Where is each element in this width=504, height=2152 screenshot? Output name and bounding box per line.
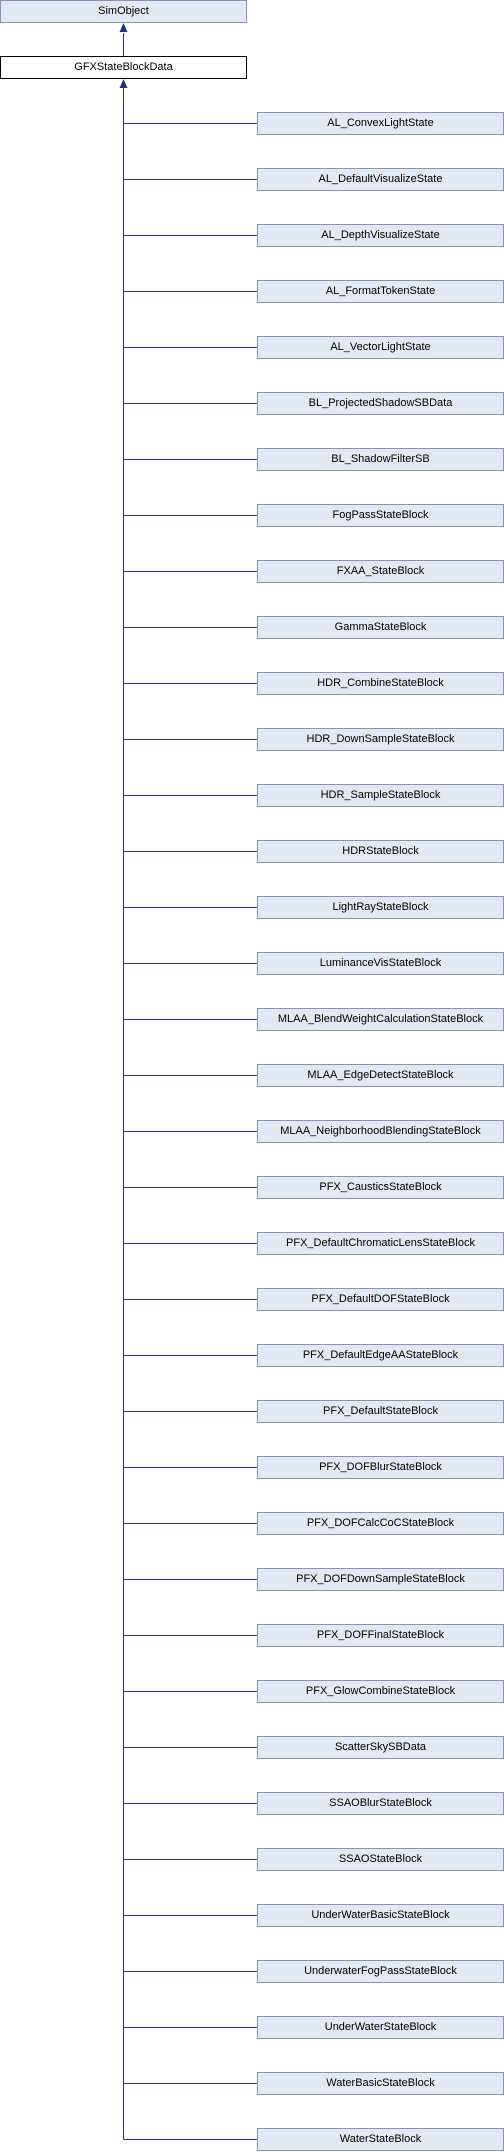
derived-class-hdr-downsamplestateblock[interactable]: HDR_DownSampleStateBlock — [257, 728, 504, 751]
derived-class-al-convexlightstate[interactable]: AL_ConvexLightState — [257, 112, 504, 135]
derived-class-mlaa-neighborhoodblendingstateblock[interactable]: MLAA_NeighborhoodBlendingStateBlock — [257, 1120, 504, 1143]
derived-class-waterbasicstateblock[interactable]: WaterBasicStateBlock — [257, 2072, 504, 2095]
derived-class-hdr-samplestateblock[interactable]: HDR_SampleStateBlock — [257, 784, 504, 807]
derived-class-hdr-combinestateblock[interactable]: HDR_CombineStateBlock — [257, 672, 504, 695]
derived-class-bl-shadowfiltersb[interactable]: BL_ShadowFilterSB — [257, 448, 504, 471]
derived-class-ssaostateblock[interactable]: SSAOStateBlock — [257, 1848, 504, 1871]
derived-class-gammastateblock[interactable]: GammaStateBlock — [257, 616, 504, 639]
derived-class-al-vectorlightstate[interactable]: AL_VectorLightState — [257, 336, 504, 359]
derived-class-pfx-doffinalstateblock[interactable]: PFX_DOFFinalStateBlock — [257, 1624, 504, 1647]
derived-class-pfx-causticsstateblock[interactable]: PFX_CausticsStateBlock — [257, 1176, 504, 1199]
current-class-gfxstateblockdata: GFXStateBlockData — [0, 56, 247, 79]
derived-class-lightraystateblock[interactable]: LightRayStateBlock — [257, 896, 504, 919]
derived-class-underwaterstateblock[interactable]: UnderWaterStateBlock — [257, 2016, 504, 2039]
derived-class-mlaa-blendweightcalculationstateblock[interactable]: MLAA_BlendWeightCalculationStateBlock — [257, 1008, 504, 1031]
derived-class-bl-projectedshadowsbdata[interactable]: BL_ProjectedShadowSBData — [257, 392, 504, 415]
derived-class-fxaa-stateblock[interactable]: FXAA_StateBlock — [257, 560, 504, 583]
derived-class-pfx-defaultedgeaastateblock[interactable]: PFX_DefaultEdgeAAStateBlock — [257, 1344, 504, 1367]
derived-class-pfx-defaultdofstateblock[interactable]: PFX_DefaultDOFStateBlock — [257, 1288, 504, 1311]
derived-class-hdrstateblock[interactable]: HDRStateBlock — [257, 840, 504, 863]
derived-class-mlaa-edgedetectstateblock[interactable]: MLAA_EdgeDetectStateBlock — [257, 1064, 504, 1087]
derived-class-ssaoblurstateblock[interactable]: SSAOBlurStateBlock — [257, 1792, 504, 1815]
derived-class-al-formattokenstate[interactable]: AL_FormatTokenState — [257, 280, 504, 303]
derived-class-al-defaultvisualizestate[interactable]: AL_DefaultVisualizeState — [257, 168, 504, 191]
base-class-simobject[interactable]: SimObject — [0, 0, 247, 23]
derived-class-pfx-glowcombinestateblock[interactable]: PFX_GlowCombineStateBlock — [257, 1680, 504, 1703]
arrowhead-icon — [119, 79, 128, 88]
derived-class-pfx-dofdownsamplestateblock[interactable]: PFX_DOFDownSampleStateBlock — [257, 1568, 504, 1591]
derived-class-pfx-dofblurstateblock[interactable]: PFX_DOFBlurStateBlock — [257, 1456, 504, 1479]
derived-class-pfx-defaultstateblock[interactable]: PFX_DefaultStateBlock — [257, 1400, 504, 1423]
arrowhead-icon — [119, 23, 128, 32]
derived-class-pfx-dofcalccocstateblock[interactable]: PFX_DOFCalcCoCStateBlock — [257, 1512, 504, 1535]
derived-class-underwaterfogpassstateblock[interactable]: UnderwaterFogPassStateBlock — [257, 1960, 504, 1983]
derived-class-scatterskysbdata[interactable]: ScatterSkySBData — [257, 1736, 504, 1759]
derived-class-underwaterbasicstateblock[interactable]: UnderWaterBasicStateBlock — [257, 1904, 504, 1927]
derived-class-pfx-defaultchromaticlensstateblock[interactable]: PFX_DefaultChromaticLensStateBlock — [257, 1232, 504, 1255]
derived-class-al-depthvisualizestate[interactable]: AL_DepthVisualizeState — [257, 224, 504, 247]
derived-class-luminancevisstateblock[interactable]: LuminanceVisStateBlock — [257, 952, 504, 975]
derived-class-waterstateblock[interactable]: WaterStateBlock — [257, 2128, 504, 2151]
derived-class-fogpassstateblock[interactable]: FogPassStateBlock — [257, 504, 504, 527]
